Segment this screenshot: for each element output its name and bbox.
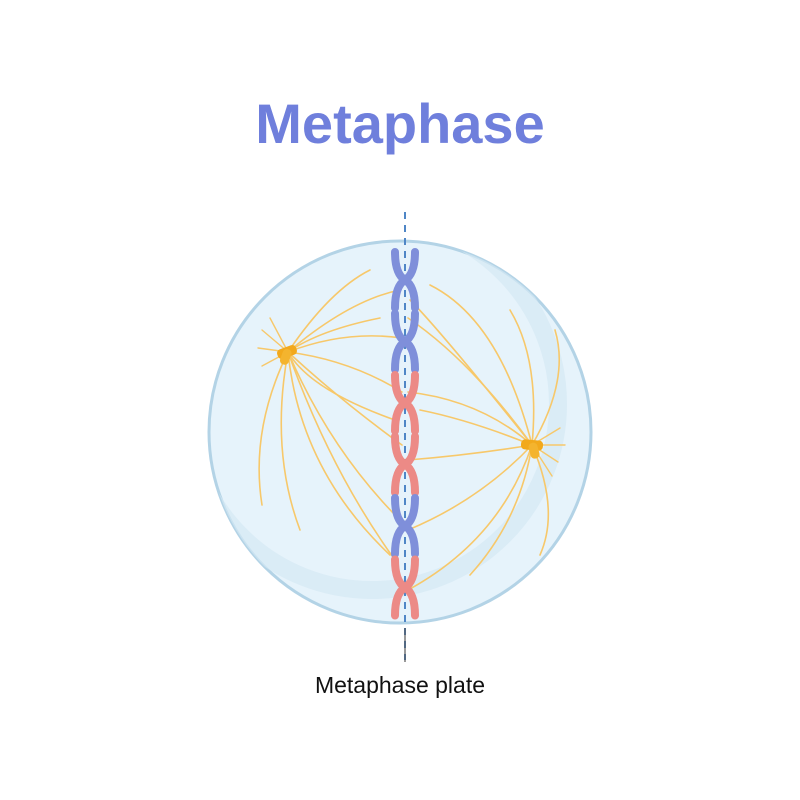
spindle-fiber bbox=[509, 309, 535, 446]
spindle-fiber bbox=[287, 269, 371, 353]
chromosome-blue bbox=[391, 494, 419, 558]
diagram-title: Metaphase bbox=[255, 92, 545, 155]
cell-shading bbox=[209, 241, 567, 599]
spindle-fiber bbox=[469, 444, 533, 576]
chromosome-blue bbox=[391, 309, 419, 374]
spindle-fiber bbox=[407, 391, 533, 446]
spindle-fiber bbox=[287, 351, 396, 561]
spindle-fiber bbox=[287, 351, 401, 521]
chromosome-blue bbox=[391, 248, 419, 312]
spindle-fiber bbox=[287, 351, 391, 556]
chromosome-icon bbox=[391, 494, 419, 558]
centrosome-icon bbox=[277, 345, 297, 365]
spindle-fiber bbox=[407, 444, 533, 591]
spindle-fiber bbox=[287, 289, 401, 353]
spindle-fiber bbox=[429, 284, 533, 446]
spindle-fiber bbox=[258, 351, 289, 506]
chromosome-icon bbox=[391, 248, 419, 312]
spindle-fiber bbox=[407, 444, 533, 531]
aster-ray bbox=[269, 317, 289, 353]
spindle-fiber bbox=[287, 351, 403, 393]
centrosome-left bbox=[277, 345, 297, 365]
spindle-fiber bbox=[419, 409, 533, 446]
spindle-fiber bbox=[531, 444, 550, 556]
metaphase-plate-label: Metaphase plate bbox=[314, 672, 486, 698]
spindle-fiber bbox=[287, 351, 396, 421]
chromosome-red bbox=[391, 555, 419, 620]
cell-membrane bbox=[207, 239, 593, 625]
chromosome-icon bbox=[391, 371, 419, 435]
spindle-fiber bbox=[407, 444, 533, 461]
spindle-fiber bbox=[531, 329, 560, 446]
chromosome-icon bbox=[391, 432, 419, 497]
chromosome-icon bbox=[391, 309, 419, 374]
centrosome-icon bbox=[520, 439, 544, 459]
chromosome-red bbox=[391, 432, 419, 497]
chromosome-red bbox=[391, 371, 419, 435]
chromosome-column bbox=[391, 248, 419, 620]
spindle-fiber bbox=[280, 351, 301, 531]
spindle-fiber bbox=[287, 335, 403, 353]
centrosome-right bbox=[520, 439, 544, 459]
spindle-fiber bbox=[287, 351, 403, 446]
chromosome-icon bbox=[391, 555, 419, 620]
